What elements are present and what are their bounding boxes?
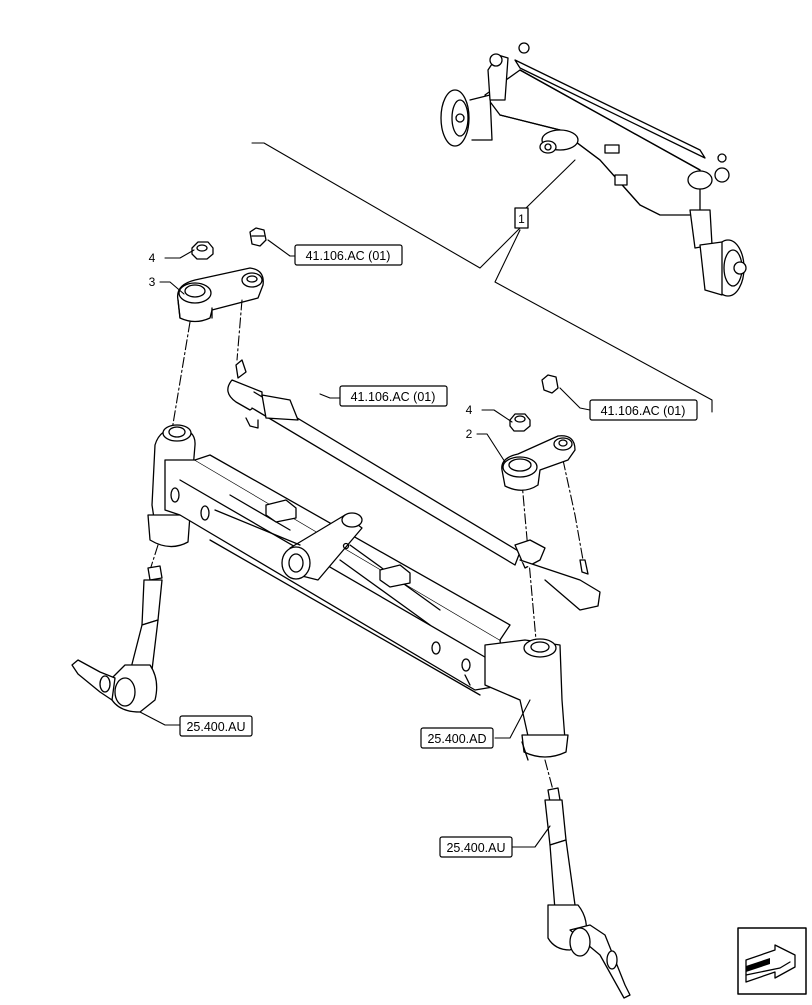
item-3: 3 bbox=[149, 275, 156, 289]
tie-rod bbox=[227, 359, 601, 611]
item-numbers: 1 4 3 4 2 bbox=[149, 212, 526, 441]
ref-pivot-right-nut[interactable]: 41.106.AC (01) bbox=[601, 404, 686, 418]
left-nut bbox=[191, 241, 214, 260]
arrow-navigation-icon[interactable] bbox=[737, 927, 807, 995]
reference-boxes bbox=[179, 244, 698, 858]
item-4-right: 4 bbox=[466, 403, 473, 417]
ref-spindle-left[interactable]: 25.400.AU bbox=[186, 720, 245, 734]
left-pivot-arm bbox=[176, 267, 264, 323]
item-2: 2 bbox=[466, 427, 473, 441]
item-4-left: 4 bbox=[149, 251, 156, 265]
ref-tie-rod[interactable]: 41.106.AC (01) bbox=[351, 390, 436, 404]
callout-1-box bbox=[514, 207, 529, 229]
reference-labels: 41.106.AC (01) 41.106.AC (01) 41.106.AC … bbox=[186, 249, 685, 855]
ref-axle-bracket[interactable]: 25.400.AD bbox=[427, 732, 486, 746]
left-bolt-top bbox=[249, 227, 267, 247]
callout-1-label: 1 bbox=[518, 212, 525, 226]
right-nut bbox=[509, 413, 531, 432]
right-spindle bbox=[544, 787, 631, 999]
right-pivot-arm bbox=[501, 435, 576, 491]
callout-leaders bbox=[251, 142, 713, 413]
ref-pivot-left-nut[interactable]: 41.106.AC (01) bbox=[306, 249, 391, 263]
ref-spindle-right[interactable]: 25.400.AU bbox=[446, 841, 505, 855]
right-bolt-top bbox=[541, 374, 559, 394]
axle-beam bbox=[147, 424, 569, 761]
inset-axle-assembly bbox=[440, 42, 747, 297]
left-spindle bbox=[71, 565, 163, 713]
